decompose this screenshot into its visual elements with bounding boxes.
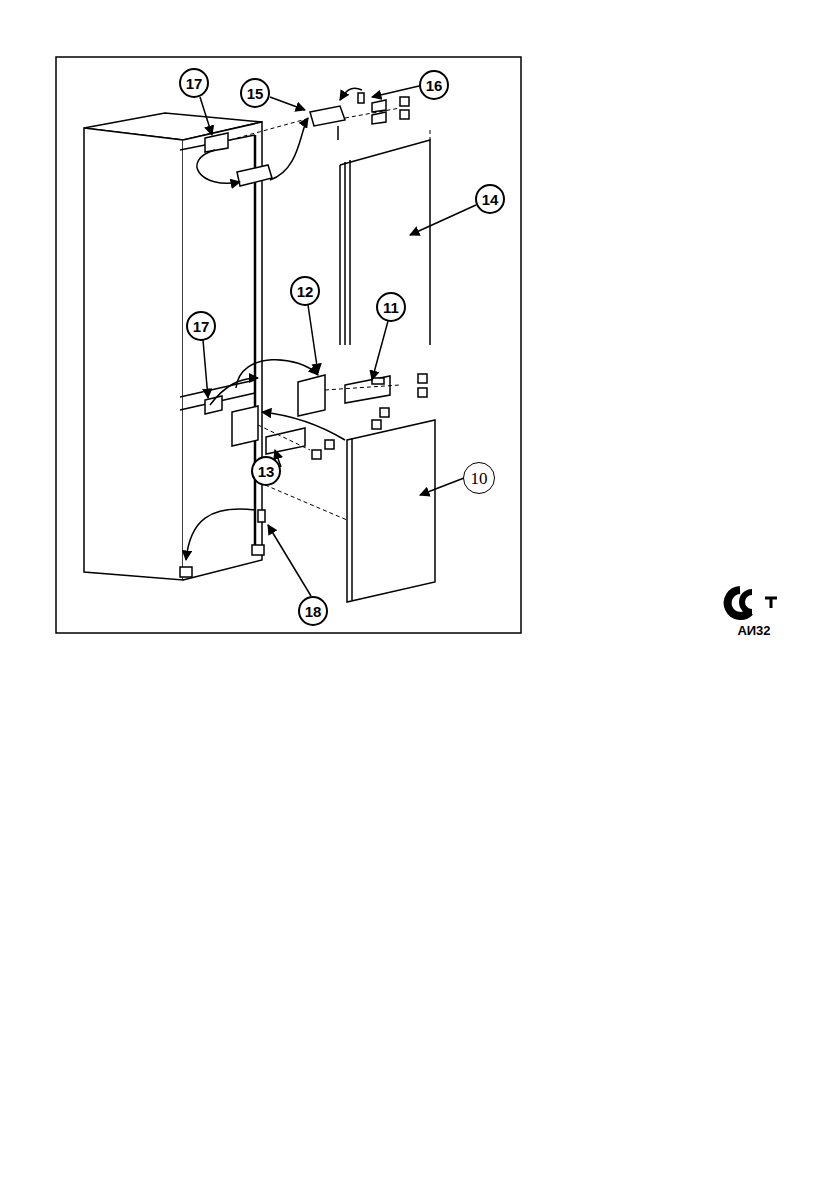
callout-number: 14 [475,184,505,214]
callout-number: 10 [463,462,495,494]
certification-logo [728,590,777,616]
callout-number: 16 [419,70,449,100]
callout-number: 13 [251,456,281,486]
callout-number: 18 [298,596,328,626]
callout-number: 17 [186,311,216,341]
callout-number: 12 [290,276,320,306]
certification-code: АИ32 [737,624,770,637]
callout-number: 15 [240,78,270,108]
callout-number: 17 [179,68,209,98]
callout-number: 11 [376,292,406,322]
